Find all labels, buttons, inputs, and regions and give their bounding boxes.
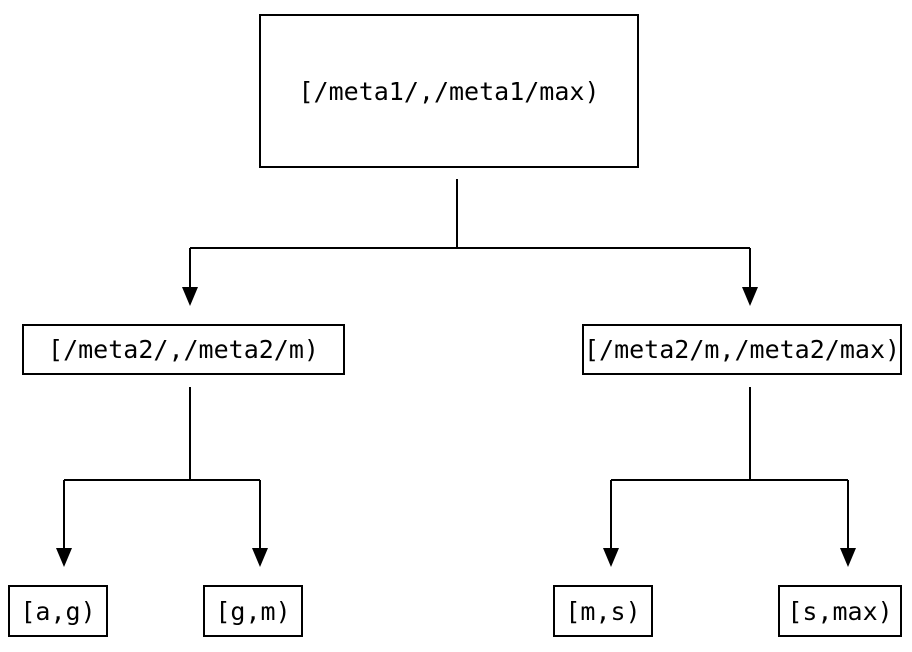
node-leaf-g-m-label: [g,m): [215, 596, 291, 626]
node-meta2-low-label: [/meta2/,/meta2/m): [48, 335, 319, 364]
node-meta2-high: [/meta2/m,/meta2/max): [582, 324, 902, 375]
node-root-label: [/meta1/,/meta1/max): [298, 76, 600, 106]
node-leaf-a-g-label: [a,g): [20, 596, 96, 626]
node-leaf-s-max-label: [s,max): [787, 596, 893, 626]
arrowhead-meta2-high: [742, 287, 758, 306]
arrowhead-leaf-g-m: [252, 548, 268, 567]
node-leaf-m-s-label: [m,s): [565, 596, 641, 626]
node-leaf-m-s: [m,s): [553, 585, 653, 637]
node-leaf-s-max: [s,max): [778, 585, 902, 637]
arrowhead-leaf-s-max: [840, 548, 856, 567]
arrowhead-leaf-a-g: [56, 548, 72, 567]
arrowhead-leaf-m-s: [603, 548, 619, 567]
arrowhead-meta2-low: [182, 287, 198, 306]
node-leaf-g-m: [g,m): [203, 585, 303, 637]
node-leaf-a-g: [a,g): [8, 585, 108, 637]
node-root: [/meta1/,/meta1/max): [259, 14, 639, 168]
node-meta2-low: [/meta2/,/meta2/m): [22, 324, 345, 375]
node-meta2-high-label: [/meta2/m,/meta2/max): [583, 335, 901, 364]
